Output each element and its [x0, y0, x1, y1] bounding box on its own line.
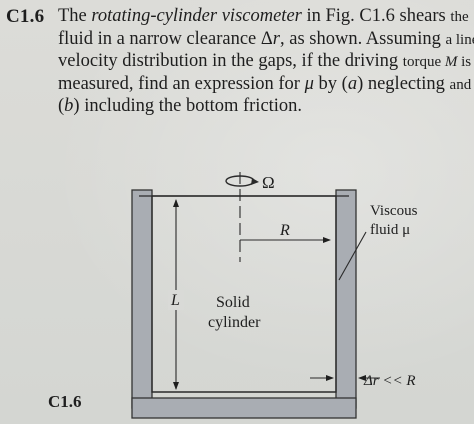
problem-text-segment: ) including the bottom friction. — [73, 96, 303, 116]
problem-text-segment: velocity distribution in the gaps, if th… — [58, 51, 403, 71]
problem-number: C1.6 — [6, 6, 45, 27]
viscous-fluid-label-1: Viscous — [370, 203, 418, 219]
fluid-leader-line — [338, 231, 367, 281]
problem-text-segment: a linear — [445, 31, 474, 48]
omega-label: Ω — [262, 173, 275, 192]
problem-text-segment: M — [444, 54, 458, 70]
problem-text-segment: the — [450, 9, 469, 25]
problem-text-segment: a — [347, 73, 358, 94]
problem-line: The rotating-cylinder viscometer in Fig.… — [58, 6, 469, 29]
figure-label: C1.6 — [48, 392, 82, 411]
problem-line: fluid in a narrow clearance Δr, as shown… — [58, 28, 474, 52]
solid-cylinder-label-2: cylinder — [208, 314, 261, 331]
problem-text-segment: fluid in a narrow clearance Δ — [58, 28, 273, 49]
problem-line: velocity distribution in the gaps, if th… — [58, 51, 472, 74]
problem-text-segment: ) neglecting — [357, 73, 450, 94]
gap-label: Δr << R — [363, 373, 416, 389]
outer-container — [131, 189, 357, 419]
problem-text-segment: r — [272, 28, 280, 49]
problem-text-segment: , as shown. Assuming — [279, 28, 446, 49]
problem-statement: The rotating-cylinder viscometer in Fig.… — [58, 6, 474, 118]
problem-text-segment: The — [58, 6, 92, 26]
problem-text-segment: ( — [58, 96, 65, 116]
problem-line: measured, find an expression for μ by (a… — [58, 73, 471, 97]
length-label: L — [170, 292, 180, 309]
problem-text-segment: and — [449, 76, 472, 93]
radius-label: R — [279, 222, 290, 239]
solid-cylinder — [139, 195, 349, 393]
viscous-fluid-label-2: fluid μ — [370, 222, 410, 238]
problem-text-segment: in Fig. C1.6 shears — [301, 6, 451, 26]
rotation-arrow-icon — [225, 175, 259, 187]
problem-line: (b) including the bottom friction. — [58, 96, 468, 118]
problem-text-segment: by ( — [313, 73, 348, 94]
problem-text-segment: is — [457, 54, 472, 70]
problem-text-segment: measured, find an expression for — [58, 73, 305, 94]
problem-text-segment: rotating-cylinder viscometer — [91, 6, 302, 26]
problem-text-segment: μ — [304, 73, 314, 94]
solid-cylinder-label-1: Solid — [216, 294, 250, 311]
problem-text-segment: b — [64, 96, 74, 116]
problem-text-segment: torque — [402, 54, 445, 70]
